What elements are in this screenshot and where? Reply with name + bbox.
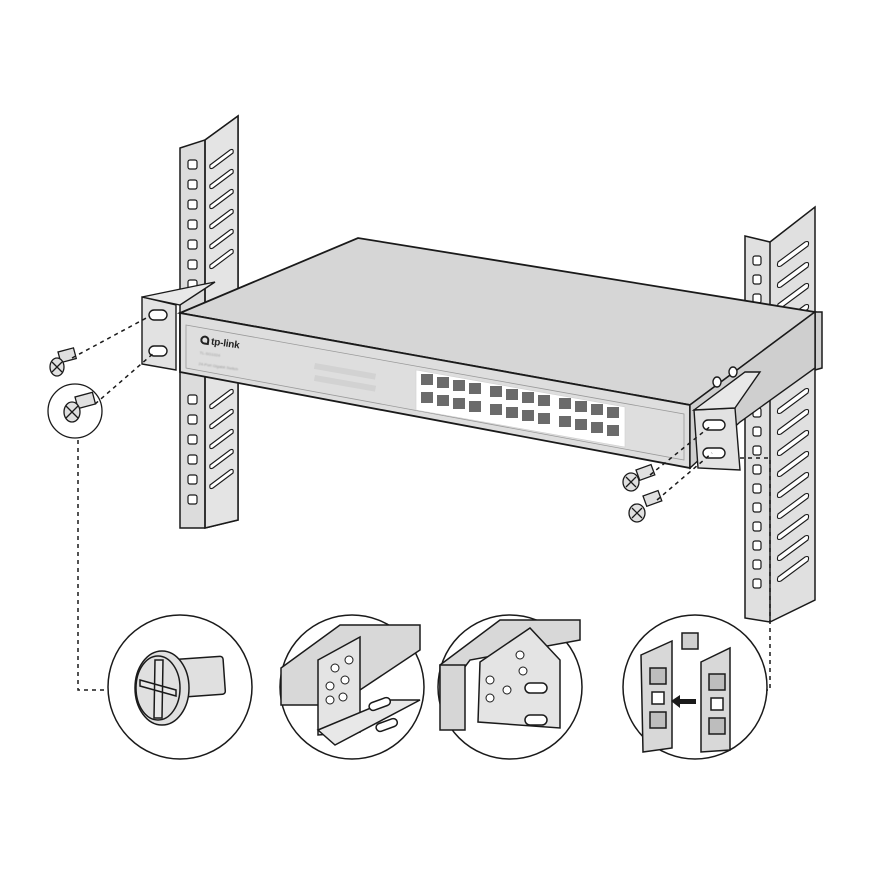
- ethernet-port-block: [415, 369, 626, 448]
- detail-bracket-front-circle: [437, 614, 583, 760]
- tp-link-logo-icon: [199, 335, 210, 346]
- left-screws: [47, 347, 103, 439]
- detail-cage-nut-circle: [622, 614, 768, 760]
- left-rail-holes: [187, 159, 198, 505]
- ethernet-ports: [421, 374, 619, 436]
- blurred-led-labels: [313, 363, 377, 392]
- detail-bracket-side-circle: [279, 614, 425, 760]
- left-mounting-bracket: [141, 281, 216, 371]
- right-screws: [622, 463, 663, 523]
- arrow-left-icon: [671, 695, 696, 708]
- detail-screw-circle: [107, 614, 253, 760]
- right-mounting-bracket: [691, 366, 762, 471]
- left-rail-slots: [209, 148, 234, 490]
